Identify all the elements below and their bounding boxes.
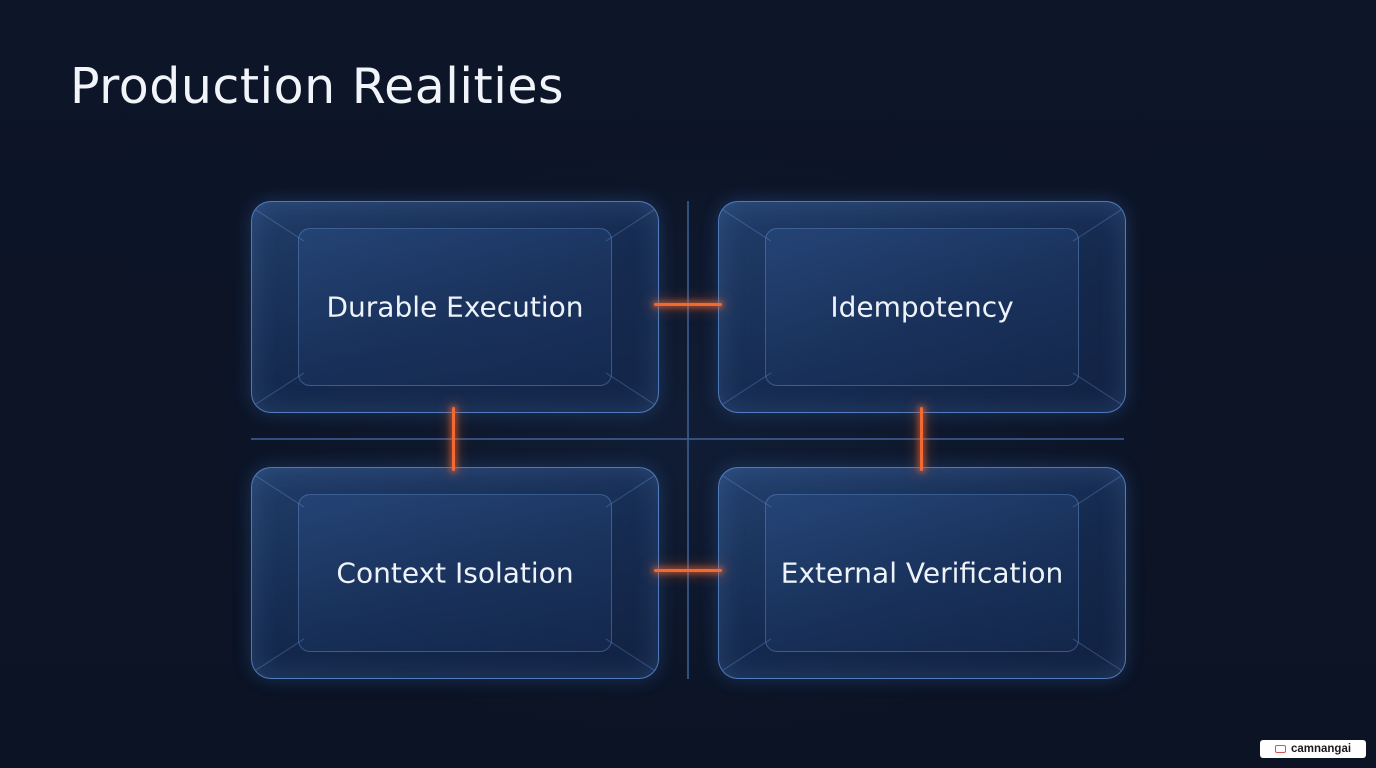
block-bevel xyxy=(720,208,772,242)
block-label: External Verification xyxy=(780,556,1064,590)
block-label: Idempotency xyxy=(830,290,1014,324)
block-durable-execution: Durable Execution xyxy=(251,201,659,413)
block-bevel xyxy=(605,372,657,406)
block-bevel xyxy=(605,638,657,672)
block-bevel xyxy=(1072,208,1124,242)
block-bevel xyxy=(253,474,305,508)
block-bevel xyxy=(1072,372,1124,406)
block-bevel xyxy=(1072,474,1124,508)
connector-bottom-horizontal xyxy=(654,569,722,572)
watermark-badge: camnangai xyxy=(1260,740,1366,758)
block-bevel xyxy=(720,372,772,406)
block-bevel xyxy=(253,208,305,242)
block-bevel xyxy=(1072,638,1124,672)
block-external-verification: External Verification xyxy=(718,467,1126,679)
block-bevel xyxy=(253,638,305,672)
book-icon xyxy=(1274,745,1286,753)
block-label: Durable Execution xyxy=(326,290,584,324)
block-idempotency: Idempotency xyxy=(718,201,1126,413)
block-bevel xyxy=(720,638,772,672)
slide-title: Production Realities xyxy=(70,58,565,115)
block-face xyxy=(298,494,612,652)
block-context-isolation: Context Isolation xyxy=(251,467,659,679)
block-face xyxy=(298,228,612,386)
block-face xyxy=(765,494,1079,652)
connector-right-vertical xyxy=(920,407,923,471)
block-bevel xyxy=(605,474,657,508)
block-bevel xyxy=(605,208,657,242)
watermark-text: camnangai xyxy=(1290,743,1352,755)
block-bevel xyxy=(253,372,305,406)
block-label: Context Isolation xyxy=(336,556,574,590)
connector-top-horizontal xyxy=(654,303,722,306)
horizontal-divider xyxy=(251,438,1124,440)
block-bevel xyxy=(720,474,772,508)
block-face xyxy=(765,228,1079,386)
vertical-divider xyxy=(687,201,689,679)
connector-left-vertical xyxy=(452,407,455,471)
